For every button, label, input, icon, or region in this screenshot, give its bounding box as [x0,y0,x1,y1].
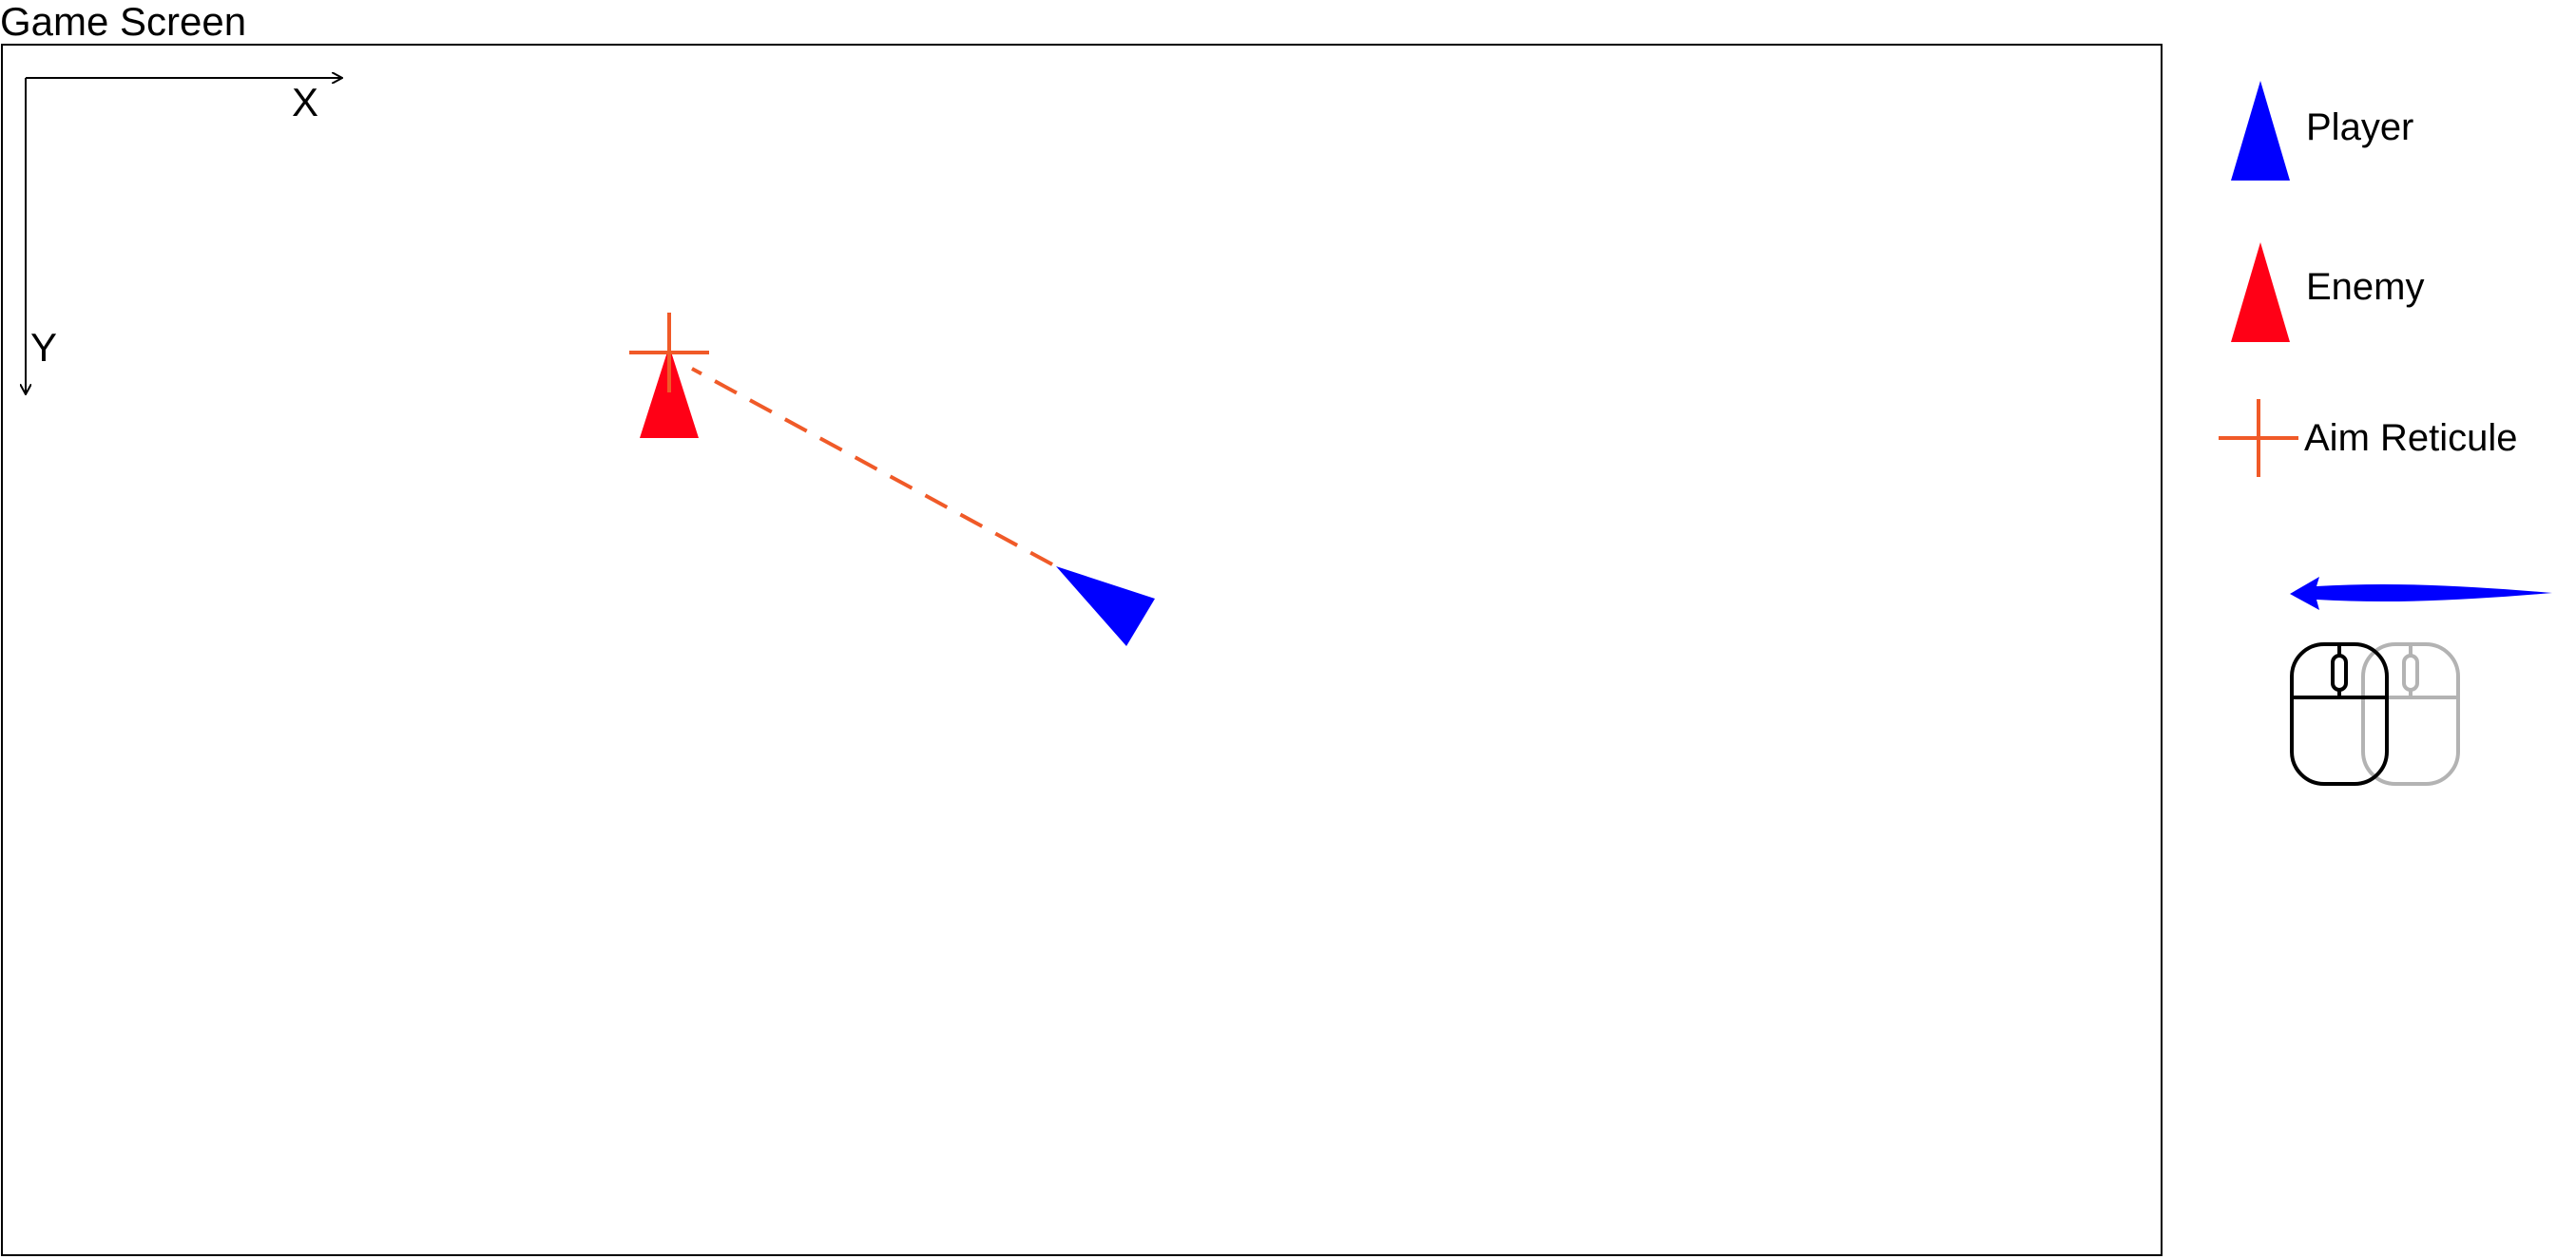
legend-label-aim-reticule: Aim Reticule [2304,417,2518,459]
blue-triangle-icon [2231,81,2290,181]
crosshair-icon [2219,399,2298,477]
player-icon [1056,566,1155,646]
legend-item-enemy: Enemy [2231,242,2425,342]
page-title: Game Screen [0,0,247,44]
legend-item-aim-reticule: Aim Reticule [2219,399,2518,477]
legend-label-player: Player [2306,106,2413,148]
left-arrow-icon [2290,577,2552,610]
aim-line [691,367,1053,566]
legend-item-player: Player [2231,81,2413,181]
y-axis-label: Y [30,325,57,370]
x-axis-label: X [292,80,318,124]
red-triangle-icon [2231,242,2290,342]
mouse-ghost-icon [2361,642,2460,786]
input-hint [2290,577,2552,786]
mouse-icon [2290,642,2389,786]
legend: Player Enemy Aim Reticule [2219,81,2552,786]
axes-indicator: X Y [26,78,342,394]
legend-label-enemy: Enemy [2306,266,2425,308]
aim-reticule-icon [629,313,709,392]
game-screen-frame [1,44,2163,1256]
